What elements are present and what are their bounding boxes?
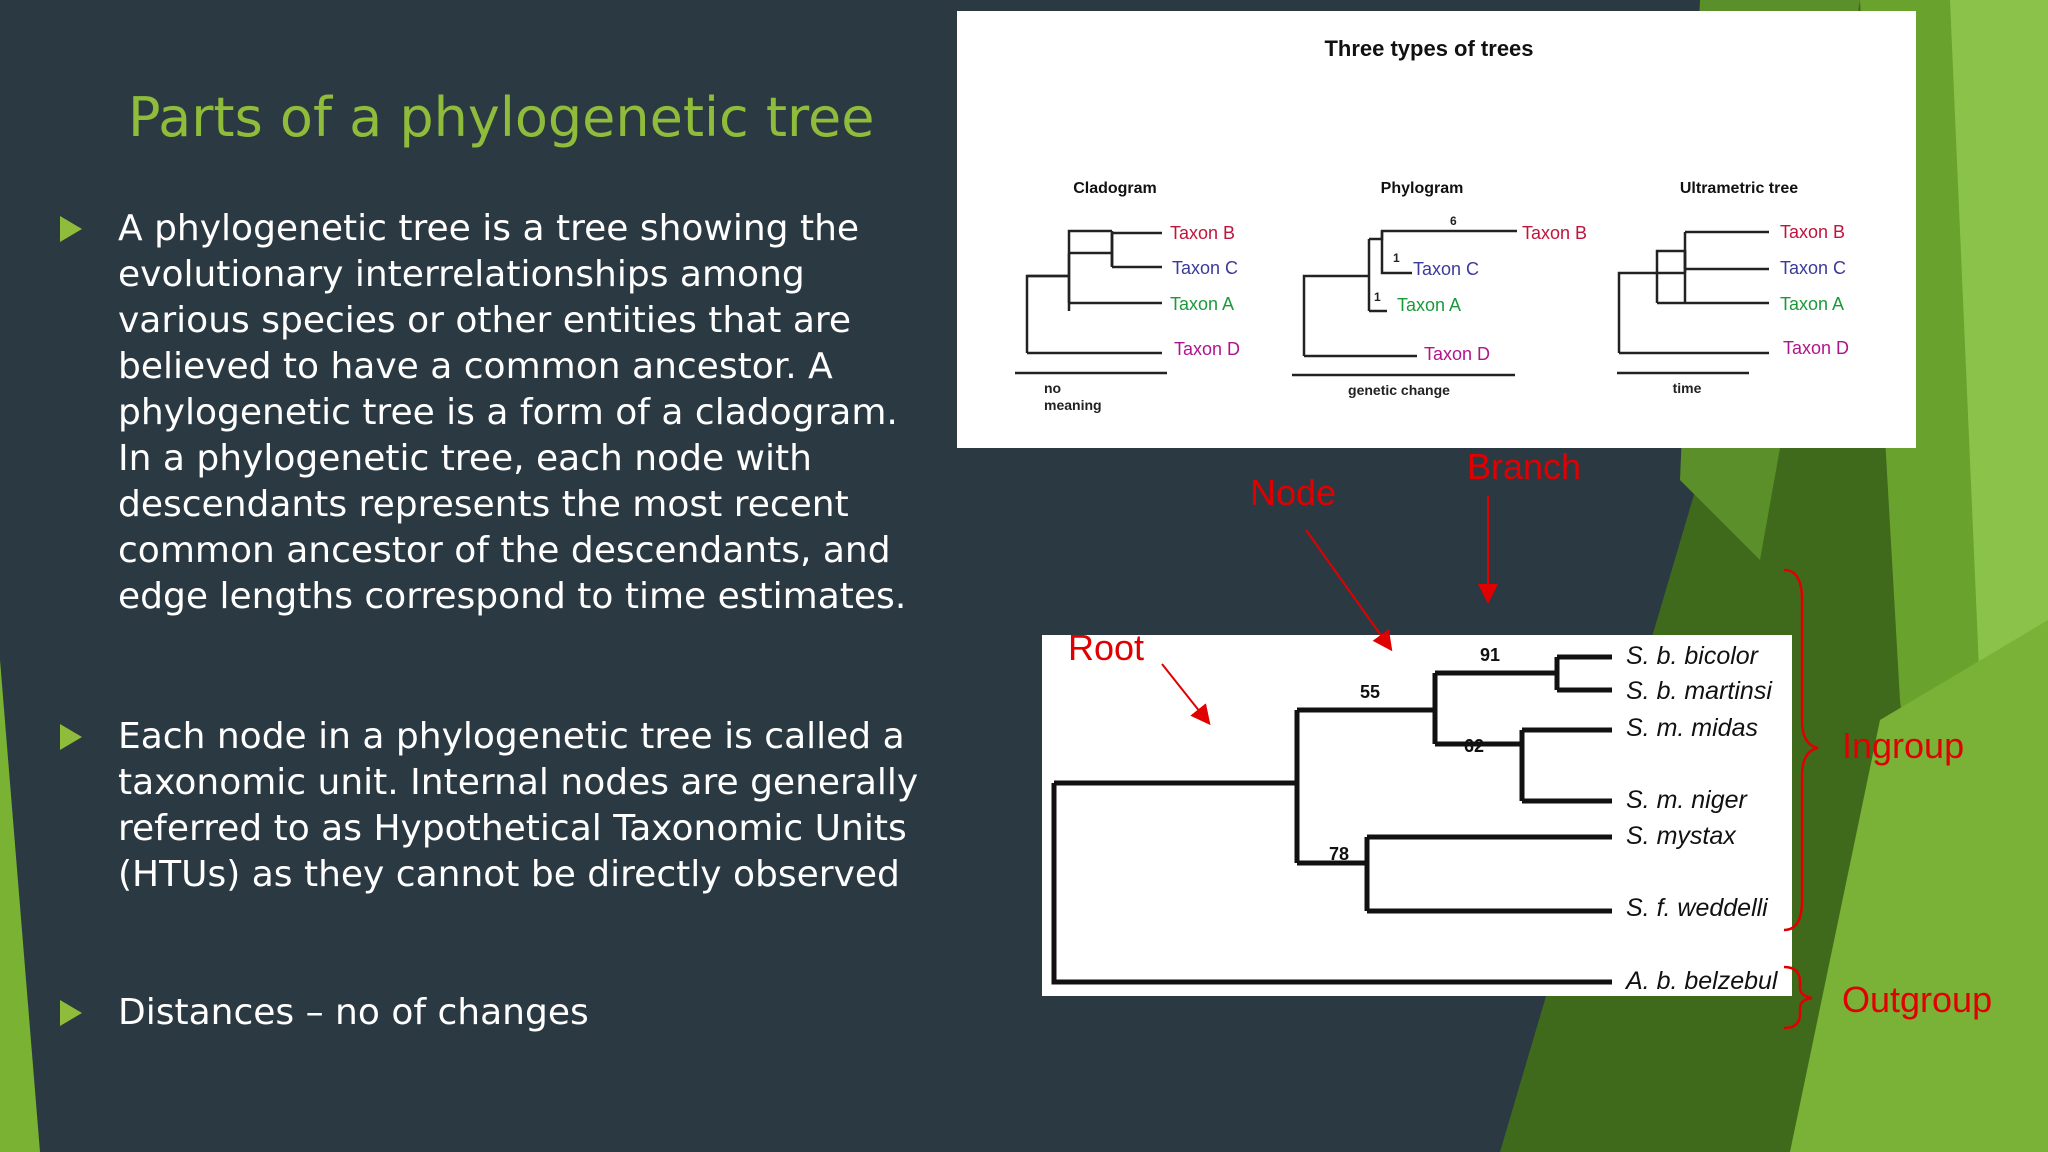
- taxon-label: Taxon A: [1170, 294, 1234, 314]
- cladogram-tree: [1025, 229, 1162, 355]
- example-tree-svg: 91 55 62 78 S. b. bicolor S. b. martinsi…: [1051, 642, 1779, 995]
- figure-title: Three types of trees: [1324, 36, 1533, 61]
- taxon-label: S. mystax: [1626, 822, 1737, 850]
- scale-label: time: [1673, 380, 1702, 396]
- taxon-label: Taxon A: [1780, 294, 1844, 314]
- taxa-labels: S. b. bicolor S. b. martinsi S. m. midas…: [1624, 642, 1779, 995]
- three-trees-svg: Three types of trees Cladogram Taxon B T…: [1015, 36, 1849, 413]
- taxon-label: S. m. midas: [1626, 714, 1758, 742]
- bullet-item: Each node in a phylogenetic tree is call…: [60, 714, 920, 898]
- panel-title-cladogram: Cladogram: [1073, 180, 1157, 197]
- support-value: 91: [1480, 645, 1500, 665]
- ultrametric-taxa: Taxon B Taxon C Taxon A Taxon D: [1780, 222, 1849, 358]
- taxon-label: Taxon A: [1397, 295, 1461, 315]
- example-tree-figure: 91 55 62 78 S. b. bicolor S. b. martinsi…: [1042, 635, 1792, 996]
- bullet-text: Each node in a phylogenetic tree is call…: [118, 716, 919, 895]
- three-trees-figure: Three types of trees Cladogram Taxon B T…: [957, 11, 1916, 448]
- slide-title: Parts of a phylogenetic tree: [128, 86, 875, 149]
- support-values: 91 55 62 78: [1329, 645, 1500, 864]
- support-value: 78: [1329, 844, 1349, 864]
- annotation-branch: Branch: [1467, 446, 1582, 487]
- taxon-label: Taxon D: [1174, 339, 1240, 359]
- annotation-outgroup: Outgroup: [1842, 979, 1993, 1020]
- bullet-arrow-icon: [60, 1000, 82, 1026]
- bullet-item: A phylogenetic tree is a tree showing th…: [60, 206, 920, 620]
- taxon-label: Taxon D: [1424, 344, 1490, 364]
- taxon-label: S. m. niger: [1626, 786, 1749, 814]
- support-value: 62: [1464, 736, 1484, 756]
- taxon-label: Taxon C: [1172, 258, 1238, 278]
- cladogram-taxa: Taxon B Taxon C Taxon A Taxon D: [1170, 223, 1240, 359]
- bullet-item: Distances – no of changes: [60, 990, 920, 1036]
- annotation-ingroup: Ingroup: [1842, 725, 1965, 766]
- branch-length-label: 1: [1374, 290, 1381, 304]
- taxon-label: Taxon C: [1780, 258, 1846, 278]
- scale-label: no: [1044, 380, 1061, 396]
- bullet-arrow-icon: [60, 216, 82, 242]
- green-shard-lower: [1790, 620, 2048, 1152]
- green-sliver-left: [0, 660, 40, 1152]
- scale-label: meaning: [1044, 397, 1102, 413]
- taxon-label: S. f. weddelli: [1626, 894, 1769, 922]
- support-value: 55: [1360, 682, 1380, 702]
- taxon-label: A. b. belzebul: [1624, 967, 1779, 995]
- taxon-label: S. b. martinsi: [1626, 677, 1773, 705]
- panel-title-phylogram: Phylogram: [1381, 180, 1464, 197]
- taxon-label: Taxon C: [1413, 259, 1479, 279]
- phylogram-branch-labels: 6 1 1: [1374, 214, 1457, 304]
- taxon-label: Taxon B: [1170, 223, 1235, 243]
- taxon-label: Taxon D: [1783, 338, 1849, 358]
- taxon-label: S. b. bicolor: [1626, 642, 1760, 670]
- taxon-label: Taxon B: [1780, 222, 1845, 242]
- annotation-root: Root: [1068, 627, 1145, 668]
- bullet-text: A phylogenetic tree is a tree showing th…: [118, 208, 907, 617]
- bullet-text: Distances – no of changes: [118, 992, 589, 1033]
- bullet-arrow-icon: [60, 724, 82, 750]
- annotation-node: Node: [1250, 472, 1337, 513]
- ultrametric-tree: [1617, 230, 1769, 355]
- example-tree-lines: [1051, 654, 1612, 985]
- phylogram-tree: [1302, 229, 1517, 358]
- branch-length-label: 6: [1450, 214, 1457, 228]
- scale-label: genetic change: [1348, 382, 1450, 398]
- panel-title-ultrametric: Ultrametric tree: [1680, 180, 1798, 197]
- branch-length-label: 1: [1393, 251, 1400, 265]
- phylogram-taxa: Taxon B Taxon C Taxon A Taxon D: [1397, 223, 1587, 364]
- taxon-label: Taxon B: [1522, 223, 1587, 243]
